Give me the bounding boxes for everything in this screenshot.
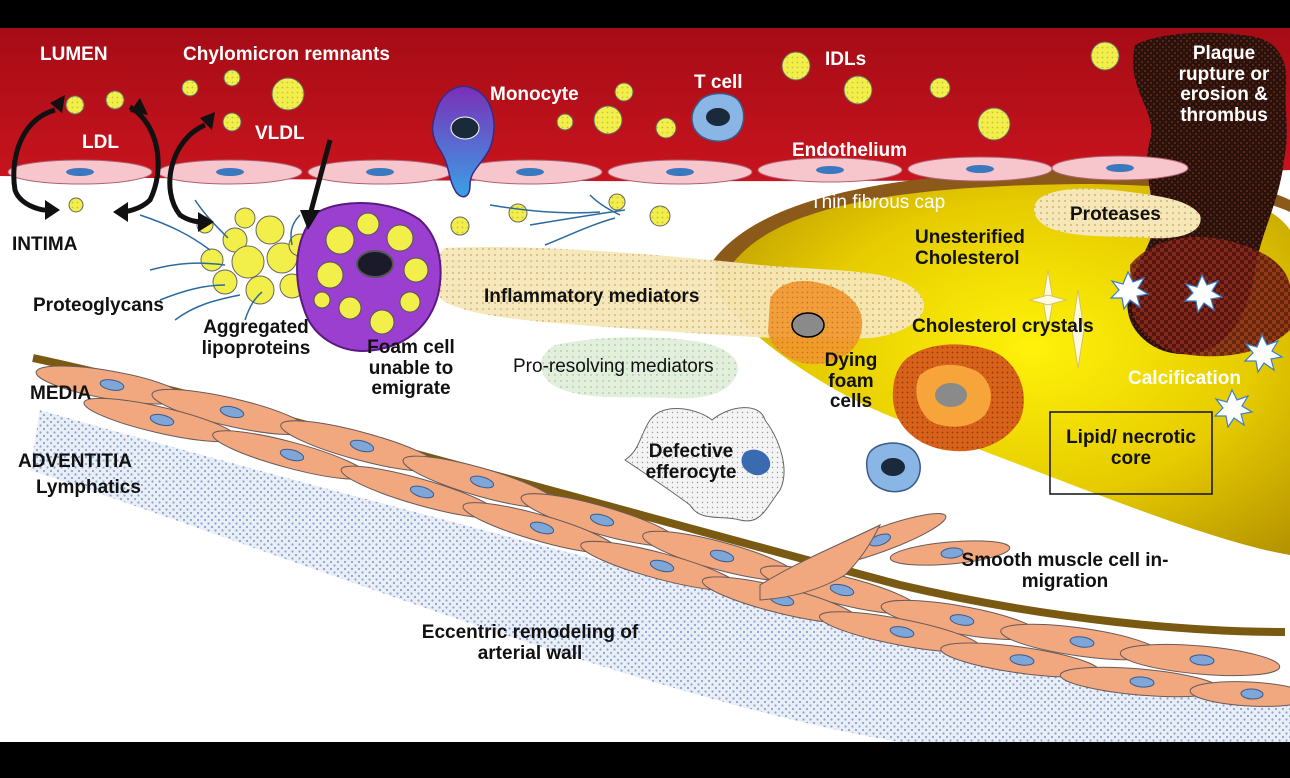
efferocyte-icon (624, 407, 785, 522)
efferocyte-nucleus (741, 449, 771, 476)
label-pro-resolving: Pro-resolving mediators (513, 356, 714, 377)
label-lumen: LUMEN (40, 44, 108, 65)
foam-cell-droplets (313, 212, 429, 335)
crystal-icon (1028, 269, 1085, 369)
label-adventitia: ADVENTITIA (18, 451, 132, 472)
monocyte-icon (431, 85, 495, 198)
arrow-heads (45, 95, 320, 232)
label-lymphatics: Lymphatics (36, 477, 141, 498)
label-vldl: VLDL (255, 123, 305, 144)
label-lipid-core: Lipid/ necrotic core (1066, 427, 1196, 469)
nucleus (356, 250, 394, 278)
lumen-region (0, 28, 1290, 182)
label-chylomicron: Chylomicron remnants (183, 44, 390, 65)
proteases-cloud (1034, 188, 1201, 239)
label-inflammatory: Inflammatory mediators (484, 286, 700, 307)
label-defective-efferocyte: Defective efferocyte (645, 441, 737, 483)
pro-resolving-cloud (540, 337, 739, 399)
label-cholesterol-crystals: Cholesterol crystals (912, 316, 1094, 337)
lipid-core-box (1049, 411, 1213, 495)
label-monocyte: Monocyte (490, 84, 579, 105)
label-aggregated: Aggregated lipoproteins (201, 317, 311, 359)
label-proteoglycans: Proteoglycans (33, 295, 164, 316)
label-endothelium: Endothelium (792, 140, 908, 161)
label-idls: IDLs (825, 49, 867, 70)
nucleus (881, 458, 905, 476)
nucleus (450, 116, 480, 140)
nucleus (935, 383, 967, 407)
label-proteases: Proteases (1070, 204, 1161, 225)
label-plaque-rupture: Plaque rupture or erosion & thrombus (1178, 43, 1270, 126)
lipoprotein-particle-icon (65, 41, 1120, 236)
label-intima: INTIMA (12, 234, 78, 255)
label-calcification: Calcification (1128, 368, 1241, 389)
label-ldl: LDL (82, 132, 119, 153)
label-dying-foam: Dying foam cells (824, 350, 878, 413)
label-unesterified: Unesterified Cholesterol (915, 227, 1025, 269)
label-thin-cap: Thin fibrous cap (810, 192, 946, 213)
thin-fibrous-cap (712, 170, 1290, 270)
curved-arrow-icon (11, 104, 333, 225)
nucleus (706, 108, 730, 126)
migrating-smooth-muscle-cell (759, 523, 882, 601)
smooth-muscle-cells (35, 365, 1290, 707)
calcification-star-icon (1109, 270, 1284, 429)
nucleus (791, 312, 825, 338)
label-smc-migration: Smooth muscle cell in-migration (961, 550, 1169, 592)
label-media: MEDIA (30, 383, 92, 404)
label-foam-cell: Foam cell unable to emigrate (367, 337, 455, 400)
label-eccentric: Eccentric remodeling of arterial wall (421, 622, 639, 664)
endothelium-cells (7, 155, 1189, 185)
label-tcell: T cell (694, 72, 743, 93)
